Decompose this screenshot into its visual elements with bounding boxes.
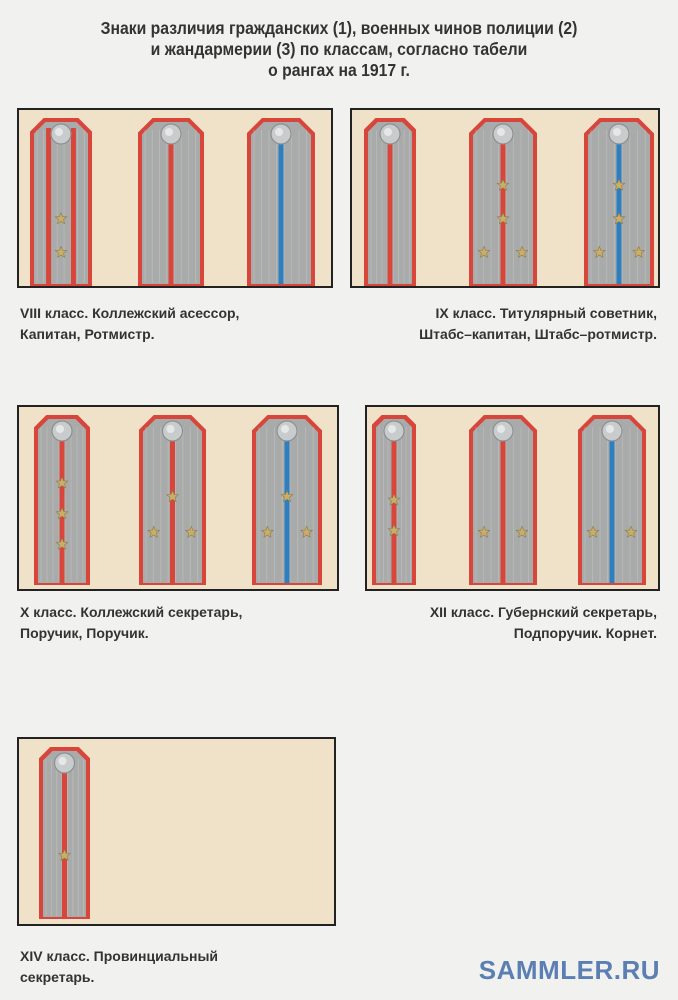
star-icon [387,493,401,506]
caption-line: X класс. Коллежский секретарь, [20,604,243,620]
button-highlight [56,425,64,433]
caption-class-viii: VIII класс. Коллежский асессор, Капитан,… [20,303,239,345]
star-icon [58,848,71,861]
title-line-3: о рангах на 1917 г. [268,60,410,80]
button-highlight [165,128,173,136]
caption-class-x: X класс. Коллежский секретарь, Поручик, … [20,602,242,644]
star-icon [632,245,646,258]
button-highlight [58,757,67,765]
epaulette-civil [372,415,416,585]
caption-class-ix: IX класс. Титулярный советник, Штабс–кап… [419,303,657,345]
epaulette-civil [364,118,416,286]
epaulette-police [469,118,537,286]
epaulette-illustration [34,415,322,585]
panel-class-xii [365,405,660,591]
star-icon [496,178,510,191]
title-line-1: Знаки различия гражданских (1), военных … [100,18,578,38]
stripe [500,136,506,284]
panel-class-xiv [17,737,336,926]
epaulette-gendarme [578,415,646,585]
star-icon [515,245,529,258]
star-icon [612,178,626,191]
button-highlight [497,425,505,433]
button-highlight [166,425,175,433]
caption-class-xiv: XIV класс. Провинциальный секретарь. [20,946,218,988]
panel-class-x [17,405,339,591]
stripe [170,433,175,583]
epaulette-gendarme [584,118,654,286]
epaulette-illustration [30,118,315,286]
caption-line: IX класс. Титулярный советник, [435,305,657,321]
star-icon [515,525,529,538]
star-icon [280,489,294,503]
watermark: SAMMLER.RU [478,955,660,985]
button-highlight [384,128,392,136]
epaulette-police [469,415,537,585]
stripe [168,136,174,284]
star-icon [55,537,69,550]
epaulette-illustration [39,747,90,919]
stripe [387,136,393,284]
star-icon [477,245,491,258]
button-highlight [281,425,289,433]
panel-class-ix [350,108,660,288]
epaulette-civil [34,415,90,585]
epaulette-illustration [364,118,654,286]
caption-class-xii: XII класс. Губернский секретарь, Подпору… [430,602,657,644]
star-icon [387,523,401,537]
star-icon [624,525,638,538]
caption-line: XII класс. Губернский секретарь, [429,604,657,620]
epaulette-gendarme [247,118,315,286]
button-highlight [613,128,621,136]
star-icon [477,525,491,538]
star-icon [55,476,69,489]
epaulette-civil [30,118,92,286]
star-icon [54,212,68,225]
caption-line: Капитан, Ротмистр. [20,326,155,342]
caption-line: Штабс–капитан, Штабс–ротмистр. [419,326,657,342]
epaulette-illustration [372,415,646,585]
panel-class-viii [17,108,333,288]
stripe [616,136,622,284]
button-highlight [497,128,505,136]
stripe [278,136,284,284]
star-icon [55,506,69,520]
stripe [62,765,67,917]
button-highlight [606,425,614,433]
star-icon [592,245,606,258]
stripe [284,433,290,583]
star-icon [147,525,161,538]
caption-line: Подпоручик. Корнет. [513,625,657,641]
epaulette-civil [39,747,90,919]
button-highlight [55,128,63,136]
button-highlight [275,128,283,136]
star-icon [612,212,626,225]
page-title: Знаки различия гражданских (1), военных … [34,18,644,81]
star-icon [184,525,198,538]
epaulette-cloth [34,122,88,284]
button-highlight [388,425,396,433]
caption-line: XIV класс. Провинциальный [20,948,219,964]
star-icon [496,212,510,225]
caption-line: Поручик, Поручик. [20,625,149,641]
stripe [391,433,397,583]
epaulette-police [138,118,204,286]
epaulette-police [139,415,206,585]
caption-line: секретарь. [20,969,95,985]
star-icon [260,525,274,538]
stripe [500,433,506,583]
stripe [609,433,615,583]
star-icon [300,525,314,538]
star-icon [166,489,179,503]
stripe [46,128,52,284]
star-icon [586,525,600,538]
stripe [70,128,76,284]
caption-line: VIII класс. Коллежский асессор, [20,305,240,321]
star-icon [54,245,68,258]
title-line-2: и жандармерии (3) по классам, согласно т… [150,39,528,59]
epaulette-gendarme [252,415,322,585]
